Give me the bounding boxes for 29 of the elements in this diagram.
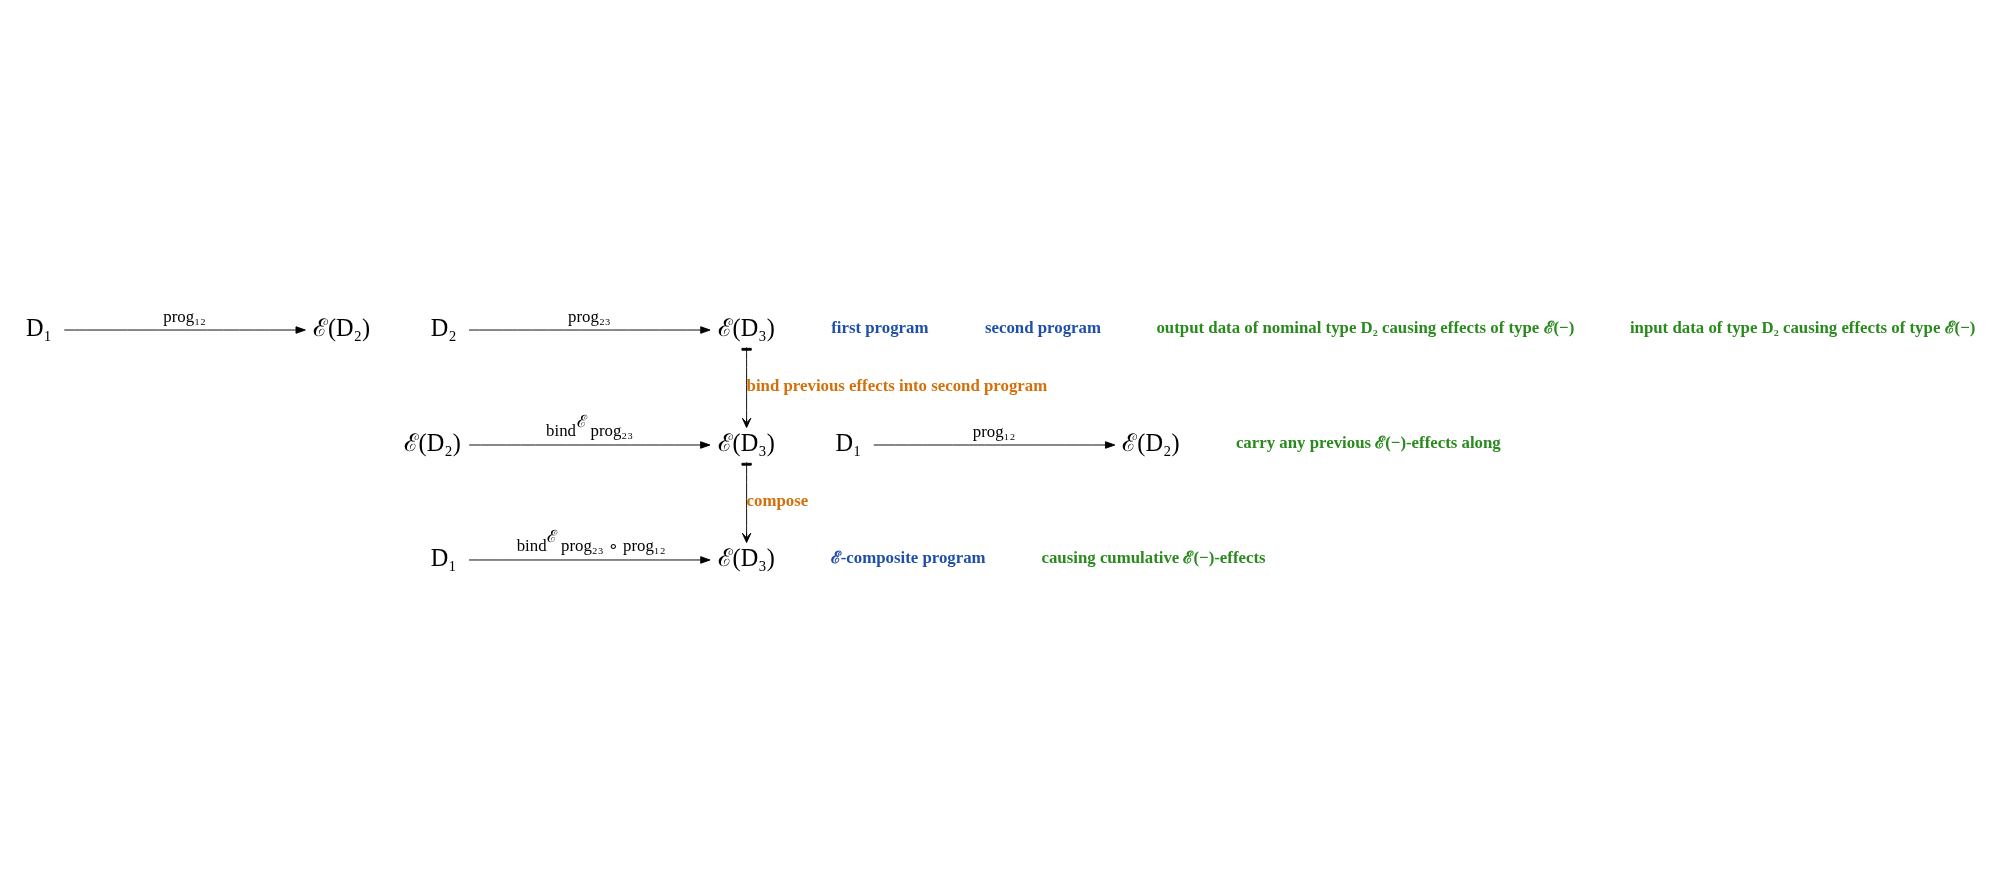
node-text: ℰ(D₃) (717, 543, 775, 571)
arrow (468, 555, 711, 564)
edge-label: prog₁₂ (163, 306, 206, 326)
edge-label: compose (746, 490, 809, 510)
label: ℰ-composite program (830, 547, 986, 567)
arrow (468, 440, 711, 449)
label: first program (831, 317, 929, 337)
arrow (468, 325, 711, 334)
node-text: D₂ (430, 313, 457, 341)
arrow (741, 346, 752, 428)
label: causing cumulative ℰ(−)-effects (1041, 547, 1266, 567)
arrow (741, 461, 752, 543)
edge-label: bind previous effects into second program (746, 375, 1048, 395)
label: carry any previous ℰ(−)-effects along (1235, 432, 1501, 452)
arrow (63, 325, 306, 334)
node-text: D₁ (25, 313, 52, 341)
node-text: ℰ(D₂) (403, 428, 461, 456)
node-text: ℰ(D₃) (717, 428, 775, 456)
node-text: ℰ(D₂) (312, 313, 371, 341)
node-text: ℰ(D₃) (717, 313, 775, 341)
node-text: ℰ(D₂) (1122, 428, 1180, 456)
node-text: D₁ (835, 428, 862, 456)
node-text: D₁ (430, 543, 457, 571)
edge-label: prog₁₂ (972, 421, 1016, 441)
label: output data of nominal type D₂ causing effects of type ℰ(−) (1156, 317, 1575, 337)
edge-label: prog₂₃ (568, 306, 611, 326)
label: input data of type D₂ causing effects of type ℰ(−) (1629, 317, 1976, 337)
arrow (873, 440, 1116, 449)
label: second program (984, 317, 1101, 337)
